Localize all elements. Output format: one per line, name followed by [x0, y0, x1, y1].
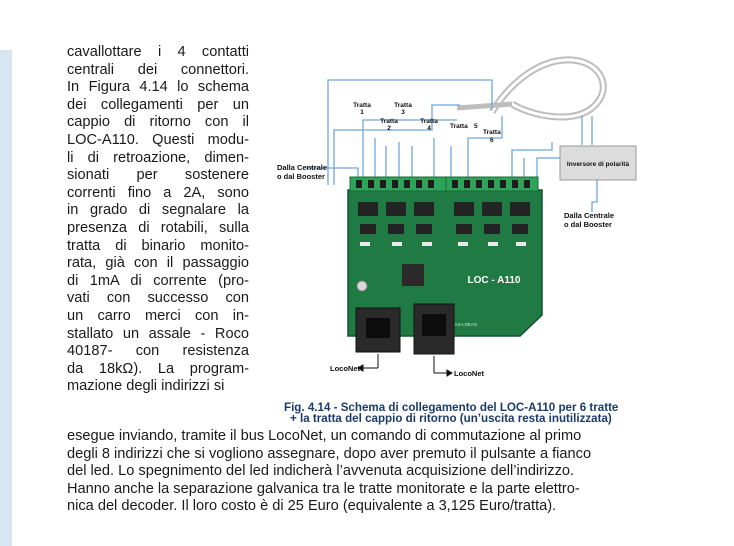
text-line: in grado di segnalare la [67, 202, 249, 219]
text-line: In Figura 4.14 lo schema [67, 79, 249, 96]
text-line: tratta di binario monito- [67, 237, 249, 254]
text-line: cavallottare i 4 contatti [67, 44, 249, 60]
text-line: da 18kΩ). La program- [67, 360, 249, 377]
loconet-arrows [357, 354, 453, 377]
text-line: rata, già con il passaggio [67, 255, 249, 272]
tratta-labels: Tratta 1 Tratta 2 Tratta 3 Tratta 4 Trat… [353, 102, 501, 144]
wiring-diagram-svg: Inversore di polarità Tratta 1 Tratta 2 … [277, 56, 637, 378]
text-line: centrali dei connettori. [67, 61, 249, 78]
text-line: cappio di ritorno con il [67, 114, 249, 131]
track-loop [456, 56, 607, 121]
tratta-label: Tratta [483, 129, 501, 136]
loconet-connectors [355, 303, 455, 355]
source-left-line: Dalla Centrale [277, 163, 327, 172]
caption-line: Fig. 4.14 - Schema di collegamento del L… [284, 401, 619, 414]
text-line: Hanno anche la separazione galvanica tra… [67, 480, 580, 497]
source-right-line: o dal Booster [564, 220, 612, 229]
text-line: stallato un assale - Roco [67, 325, 249, 342]
tratta-number: 5 [474, 123, 478, 130]
loconet-label-left: LocoNet [330, 364, 361, 373]
text-line: nica del decoder. Il loro costo è di 25 … [67, 498, 557, 515]
caption-line: + la tratta del cappio di ritorno (un’us… [290, 412, 612, 425]
wiring-diagram-figure: Inversore di polarità Tratta 1 Tratta 2 … [262, 50, 662, 398]
text-line: LOC-A110. Questi modu- [67, 131, 249, 148]
source-right-line: Dalla Centrale [564, 211, 614, 220]
text-line: correnti fino a 2A, sono [67, 184, 249, 201]
microcontroller-chip [402, 264, 424, 286]
tratta-label: Tratta [394, 102, 412, 109]
tratta-number: 6 [490, 137, 494, 144]
tratta-number: 1 [360, 109, 364, 116]
text-line: di 1mA di corrente (pro- [67, 272, 249, 289]
text-line: esegue inviando, tramite il bus LocoNet,… [67, 428, 582, 444]
text-line: degli 8 indirizzi che si vogliono assegn… [67, 445, 592, 462]
bottom-paragraph: esegue inviando, tramite il bus LocoNet,… [67, 428, 652, 516]
loc-a110-board: LOC - A110 CDCNIKL-TAS-LREAS [347, 176, 543, 337]
tratta-label: Tratta [420, 118, 438, 125]
text-line: del led. Lo spegnimento del led indicher… [67, 463, 575, 480]
polarity-inverter-box [559, 145, 637, 181]
figure-caption: Fig. 4.14 - Schema di collegamento del L… [284, 401, 644, 425]
text-line: vati con successo con [67, 290, 249, 307]
source-left-line: o dal Booster [277, 172, 325, 181]
text-line: dei collegamenti per un [67, 96, 249, 113]
tratta-number: 3 [401, 109, 405, 116]
polarity-inverter-label: Inversore di polarità [567, 161, 630, 168]
board-label: LOC - A110 [468, 275, 521, 286]
text-line: mazione degli indirizzi si [67, 378, 225, 395]
loconet-label-right: LocoNet [454, 369, 485, 378]
tratta-number: 4 [427, 125, 431, 132]
tratta-number: 2 [387, 125, 391, 132]
left-text-column: cavallottare i 4 contatti centrali dei c… [67, 44, 249, 396]
text-line: li di retroazione, dimen- [67, 149, 249, 166]
tratta-label: Tratta [380, 118, 398, 125]
text-line: un carro merci con in- [67, 307, 249, 324]
tratta-label: Tratta [450, 123, 468, 130]
tratta-label: Tratta [353, 102, 371, 109]
push-button [356, 280, 368, 292]
text-line: sionati per sostenere [67, 167, 249, 184]
text-line: 40187- con resistenza [67, 343, 249, 360]
side-accent-bar [0, 50, 12, 546]
text-line: presenza di rotabili, sulla [67, 219, 249, 236]
